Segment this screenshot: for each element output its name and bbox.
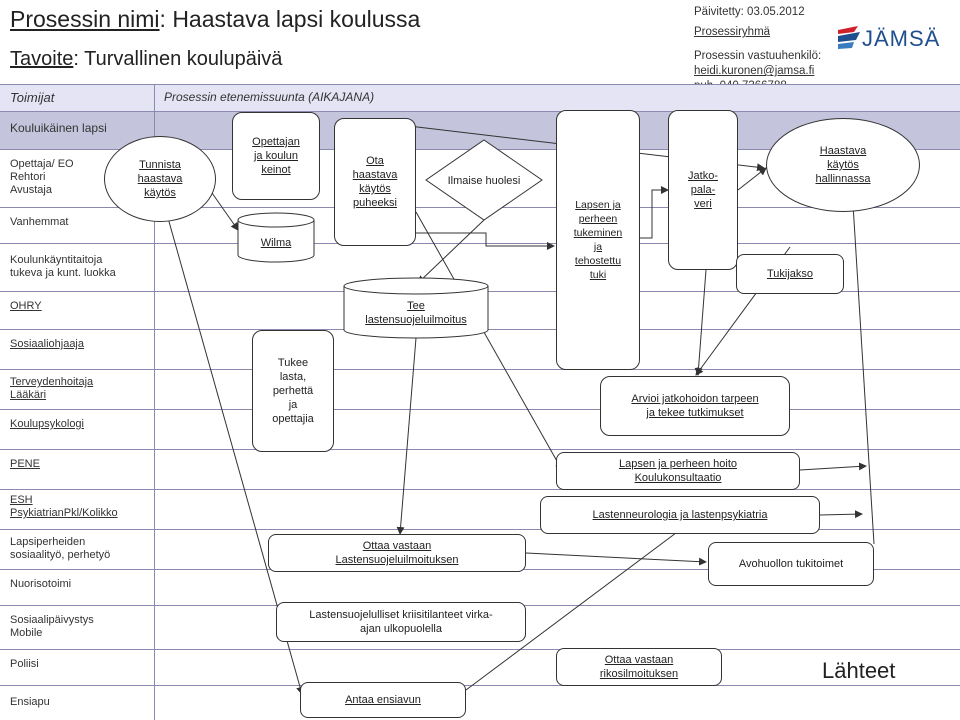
outpatient-node[interactable]: Avohuollon tukitoimet	[708, 542, 874, 586]
first-aid-node[interactable]: Antaa ensiavun	[300, 682, 466, 718]
support-family-node: Tukee lasta, perhettä ja opettajia	[252, 330, 334, 452]
lane-first-aid: Ensiapu	[10, 696, 50, 708]
child-report-cylinder	[343, 277, 489, 339]
process-group-link[interactable]: Prosessiryhmä	[694, 26, 771, 38]
support-period-node[interactable]: Tukijakso	[736, 254, 844, 294]
identify-behavior-node[interactable]: Tunnista haastava käytös	[104, 136, 216, 222]
goal-heading: Tavoite: Turvallinen koulupäivä	[10, 48, 283, 70]
child-report-node[interactable]: Tee lastensuojeluilmoitus	[365, 300, 467, 326]
process-owner-label: Prosessin vastuuhenkilö:	[694, 50, 822, 62]
neuro-node[interactable]: Lastenneurologia ja lastenpsykiatria	[540, 496, 820, 534]
lane-police: Poliisi	[0, 650, 960, 686]
updated-date: Päivitetty: 03.05.2012	[694, 6, 805, 18]
wilma-node[interactable]: Wilma	[260, 237, 292, 249]
crisis-node[interactable]: Lastensuojelulliset kriisitilanteet virk…	[276, 602, 526, 642]
care-node[interactable]: Lapsen ja perheen hoito Koulukonsultaati…	[556, 452, 800, 490]
concern-diamond	[425, 139, 543, 221]
page-title: Prosessin nimi: Haastava lapsi koulussa	[10, 6, 421, 32]
teacher-means-node[interactable]: Opettajan ja koulun keinot	[232, 112, 320, 200]
owner-email-link[interactable]: heidi.kuronen@jamsa.fi	[694, 65, 815, 77]
discuss-node[interactable]: Ota haastava käytös puheeksi	[334, 118, 416, 246]
concern-node[interactable]: Ilmaise huolesi	[447, 175, 521, 187]
logo-text: JÄMSÄ	[862, 26, 941, 51]
lane-nurse: Terveydenhoitaja Lääkäri	[0, 370, 960, 410]
sources-label[interactable]: Lähteet	[822, 658, 896, 683]
lane-mobile: Sosiaalipäivystys Mobile	[0, 606, 960, 650]
lane-pene: PENE	[0, 450, 960, 490]
lane-parents: Vanhemmat	[0, 208, 960, 244]
lane-esh: ESH PsykiatrianPkl/Kolikko	[0, 490, 960, 530]
assess-node[interactable]: Arvioi jatkohoidon tarpeen ja tekee tutk…	[600, 376, 790, 436]
follow-up-node[interactable]: Jatko- pala- veri	[668, 110, 738, 270]
lane-separator	[154, 84, 155, 720]
family-support-node[interactable]: Lapsen ja perheen tukeminen ja tehostett…	[556, 110, 640, 370]
crime-report-node[interactable]: Ottaa vastaan rikosilmoituksen	[556, 648, 722, 686]
jamsa-logo	[838, 26, 860, 49]
lane-social-worker: Sosiaaliohjaaja	[0, 330, 960, 370]
wilma-cylinder	[237, 212, 315, 263]
lane-header: Toimijat Prosessin etenemissuunta (AIKAJ…	[0, 84, 960, 112]
receive-report-node[interactable]: Ottaa vastaan Lastensuojeluilmoituksen	[268, 534, 526, 572]
actors-header: Toimijat	[10, 90, 55, 105]
behavior-managed-node[interactable]: Haastava käytös hallinnassa	[766, 118, 920, 212]
lane-psychologist: Koulupsykologi	[0, 410, 960, 450]
timeline-header: Prosessin etenemissuunta (AIKAJANA)	[164, 90, 375, 104]
